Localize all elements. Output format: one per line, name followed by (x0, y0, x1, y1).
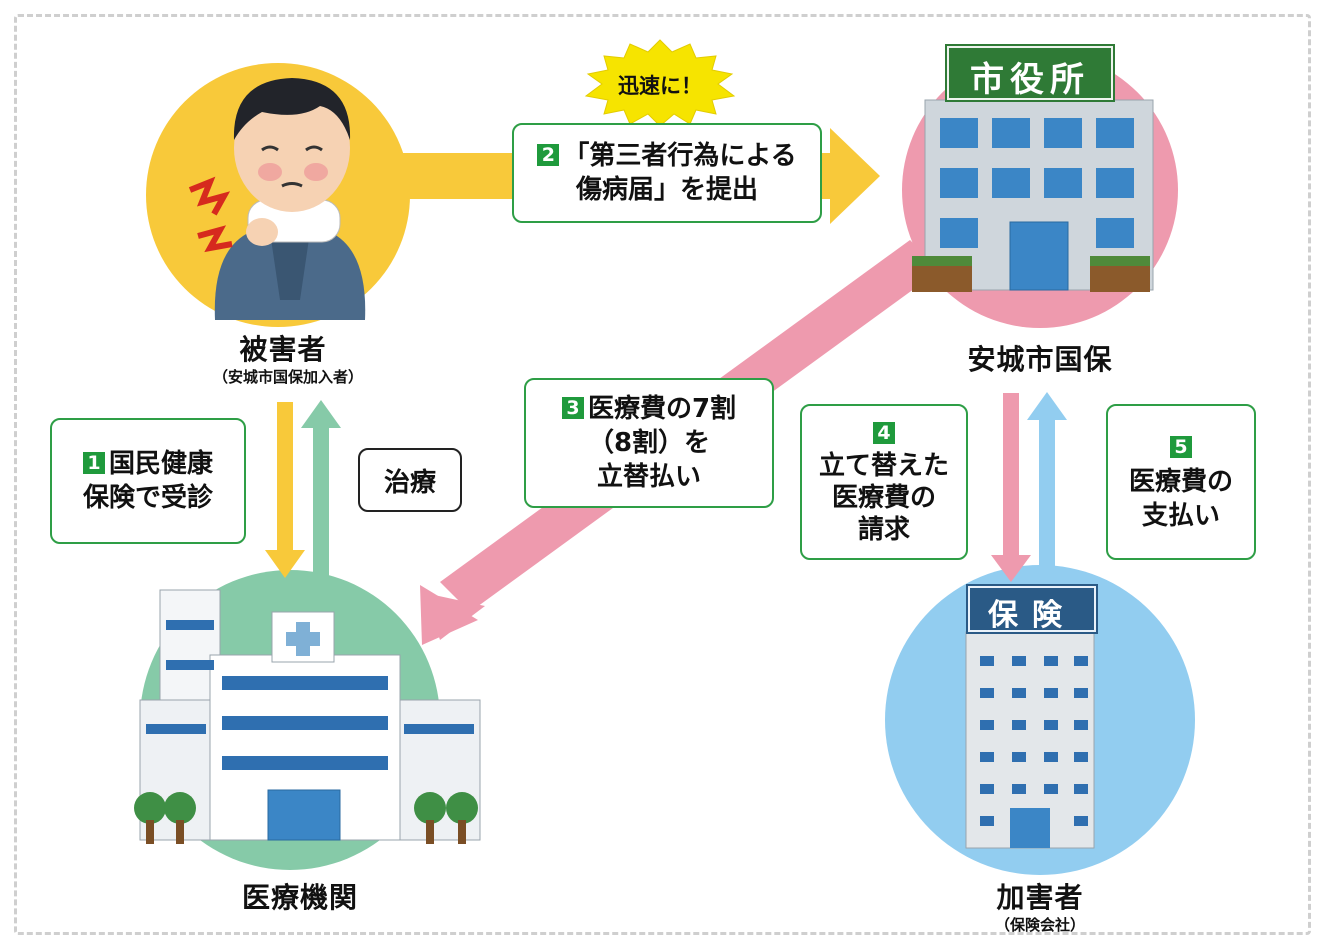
city-label: 安城市国保 (967, 343, 1113, 376)
insurance-sign-text: 保険 (988, 598, 1076, 633)
step5-number: 5 (1170, 436, 1192, 458)
step2-line2: 傷病届」を提出 (575, 175, 758, 205)
arrow-step1 (265, 402, 305, 578)
callout-text: 迅速に！ (618, 74, 702, 98)
treatment-label: 治療 (383, 467, 436, 498)
step5-line1: 医療費の (1128, 467, 1233, 497)
step4-line1: 立て替えた (818, 451, 949, 481)
city-hall-sign-text: 市役所 (970, 60, 1090, 100)
step1-number: 1 (82, 452, 105, 474)
step5-box: 5 医療費の 支払い (1106, 404, 1256, 560)
arrow-treatment (301, 400, 341, 577)
step2-line1: 「第三者行為による (563, 141, 797, 171)
city-hall-illustration (912, 44, 1154, 292)
insurance-building-illustration (965, 584, 1098, 849)
arrow-step4 (991, 393, 1031, 582)
step4-number: 4 (873, 422, 895, 444)
step4-box: 4 立て替えた 医療費の 請求 (800, 404, 968, 560)
step3-line1: 医療費の7割 (587, 394, 737, 424)
step3-number: 3 (561, 397, 584, 419)
arrow-step5 (1027, 392, 1067, 582)
step1-line2: 保険で受診 (82, 483, 213, 513)
victim-label: 被害者 (239, 333, 327, 366)
victim-illustration (188, 78, 366, 320)
step3-line2: （8割）を (587, 428, 711, 458)
offender-label: 加害者 (996, 881, 1084, 914)
step3-line3: 立替払い (596, 462, 701, 492)
step5-line2: 支払い (1141, 501, 1220, 531)
victim-sublabel: （安城市国保加入者） (212, 368, 363, 386)
step2-box: 2「第三者行為による 傷病届」を提出 (512, 123, 822, 223)
treatment-box: 治療 (358, 448, 462, 512)
hospital-label: 医療機関 (241, 881, 358, 914)
step4-line3: 請求 (857, 515, 910, 545)
offender-sublabel: （保険会社） (994, 916, 1085, 934)
hospital-illustration (134, 589, 481, 844)
step4-line2: 医療費の (831, 483, 936, 513)
step2-number: 2 (537, 144, 560, 166)
step1-line1: 国民健康 (108, 449, 213, 479)
dashed-frame (14, 14, 1311, 935)
